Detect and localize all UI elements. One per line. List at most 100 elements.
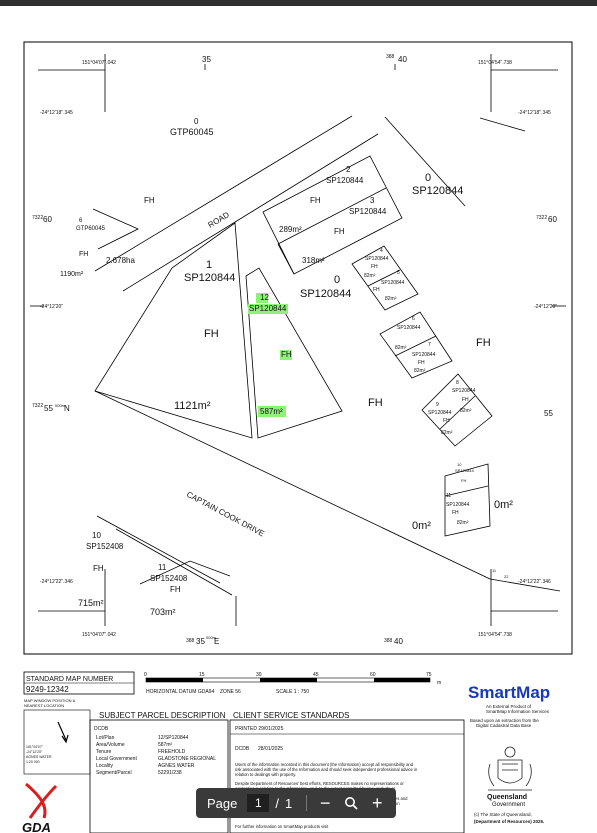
highlight-lot-fh: [280, 350, 292, 360]
grid-right-55: 55: [544, 409, 553, 418]
fh-label-g: FH: [170, 585, 181, 594]
parcel-dcdb-header: DCDB: [94, 726, 109, 732]
window-loc-3: AGNES WATER: [26, 755, 52, 759]
footer-gap: [24, 654, 572, 664]
lot11-right-area: 82m²: [457, 520, 469, 526]
highlight-lot-plan: [248, 304, 288, 314]
window-map-box: [23, 709, 91, 775]
zoom-out-button[interactable]: −: [315, 793, 335, 813]
grid-bottom-35: 35: [196, 637, 205, 646]
area-0m-mid: 0m²: [412, 520, 431, 532]
coord-mid-right-lat: -24°12'20": [534, 304, 557, 310]
lot0-right-num: 0: [425, 172, 431, 184]
parcel-table: Lot/Plan Area/Volume Tenure Local Govern…: [96, 735, 216, 776]
dept-line: (Department of Resources) 2025.: [474, 819, 544, 824]
parcel-labels: 0 GTP60045 FH ROAD 6 GTP60045 FH 2.678ha…: [60, 117, 513, 617]
coord-top-right-lat: -24°12'18".345: [518, 110, 551, 116]
current-page-input[interactable]: 1: [247, 794, 270, 812]
fh-label-a: FH: [144, 196, 155, 205]
window-label-2: NEAREST LOCATION: [24, 703, 64, 708]
grid-bottom-388a: 388: [186, 638, 195, 644]
lot5-plan: SP120844: [381, 280, 405, 286]
copyright-line: (c) The State of Queensland,: [474, 812, 532, 817]
grid-bottom-388b: 388: [384, 638, 393, 644]
lot12-area: 587m²: [260, 407, 283, 416]
parcel-val-lga: GLADSTONE REGIONAL: [158, 756, 216, 762]
lot4-fh: FH: [371, 264, 378, 270]
lot3-plan: SP120844: [349, 207, 387, 216]
lot11-right-fh: FH: [452, 510, 459, 516]
lot6-area: 82m²: [395, 345, 407, 351]
coord-mid-left-lat: -24°12'20": [40, 304, 63, 310]
coord-bottom-right-lat: -24°12'22".346: [518, 579, 551, 585]
highlight-lot-num: [256, 293, 268, 303]
page-label: Page: [207, 795, 238, 811]
lot8-fh: FH: [462, 397, 469, 403]
product-line-2: SmartMap Information Services: [486, 709, 550, 714]
small-label-22: 22: [504, 574, 509, 579]
dcdb-label: DCDB: [235, 746, 250, 752]
fh-label-d: FH: [476, 337, 491, 349]
parcel-val-locality: AGNES WATER: [158, 763, 195, 769]
lot10-right-plan: SP120844: [455, 468, 474, 473]
lot5-fh: FH: [373, 287, 380, 293]
lot9-plan: SP120844: [428, 410, 452, 416]
scale-bar: [145, 677, 431, 683]
grid-left-55-sup: 000m: [55, 403, 66, 408]
grid-tick-35: 35: [202, 55, 211, 64]
lot6-num: 6: [412, 316, 415, 322]
scale-tick-60: 60: [370, 672, 376, 678]
north-arrow-icon: [57, 721, 69, 744]
small-label-11: 11: [492, 568, 497, 573]
grid-bottom-35-sup: 000m: [206, 635, 217, 640]
grid-left-n: N: [64, 404, 70, 413]
grid-left-7322-b: 7322: [32, 403, 43, 409]
fh-label-f: FH: [93, 564, 104, 573]
lot11-plan: SP152408: [150, 574, 188, 583]
lot0-mid-num: 0: [334, 274, 340, 286]
zoom-in-button[interactable]: +: [367, 793, 387, 813]
scale-tick-45: 45: [313, 672, 319, 678]
grid-bottom-e: E: [214, 637, 219, 646]
lot12-plan: SP120844: [249, 304, 287, 313]
coord-bottom-right-lon: 151°04'54".738: [478, 632, 512, 638]
gtp-num: 0: [194, 117, 199, 126]
lot8-num: 8: [456, 380, 459, 386]
pdf-page-toolbar: Page 1 / 1 − +: [196, 788, 396, 818]
lot10-right-fh: FH: [461, 478, 466, 483]
map-document-page: 151°04'07".042 151°04'54".738 151°04'07"…: [0, 6, 597, 833]
lot0-right-plan: SP120844: [412, 185, 463, 197]
parcel-key-segment: Segment/Parcel: [96, 770, 132, 776]
lot2-area: 289m²: [279, 225, 302, 234]
lot11-right-plan: SP120844: [446, 502, 470, 508]
scale-unit: m: [437, 680, 441, 686]
parcel-val-area: 587m²: [158, 742, 173, 748]
lot7-plan: SP120844: [412, 352, 436, 358]
lot7-fh: FH: [418, 360, 425, 366]
smartmap-logo-text: SmartMap: [468, 683, 550, 702]
gda-logo: [25, 782, 58, 819]
lot4-area: 82m²: [364, 273, 376, 279]
highlight-lot-area: [258, 406, 286, 417]
product-line-1: An External Product of: [486, 704, 532, 709]
lot7-num: 7: [428, 342, 431, 348]
grid-left-7322: 7322: [32, 215, 43, 221]
zoom-in-label: +: [371, 793, 383, 813]
lot10-plan: SP152408: [86, 542, 124, 551]
gtp-6-num: 6: [79, 218, 83, 224]
area-715: 715m²: [78, 598, 104, 608]
parcel-key-area: Area/Volume: [96, 742, 125, 748]
grid-tick-40: 40: [398, 55, 407, 64]
lot1-num: 1: [206, 259, 212, 271]
parcel-key-tenure: Tenure: [96, 749, 112, 755]
lot12-fh: FH: [281, 350, 292, 359]
gda-text: GDA: [22, 820, 51, 833]
lot9-area: 82m²: [441, 430, 453, 436]
lot8-plan: SP120844: [452, 388, 476, 394]
window-loc-1: 151°04'07": [26, 745, 44, 749]
grid-left-55: 55: [44, 404, 53, 413]
parcel-key-lotplan: Lot/Plan: [96, 735, 115, 741]
disclaimer-line-1: Users of the information recorded in thi…: [235, 762, 414, 767]
magnifier-icon[interactable]: [341, 793, 361, 813]
based-line-2: Digital Cadastral Data Base: [476, 723, 532, 728]
